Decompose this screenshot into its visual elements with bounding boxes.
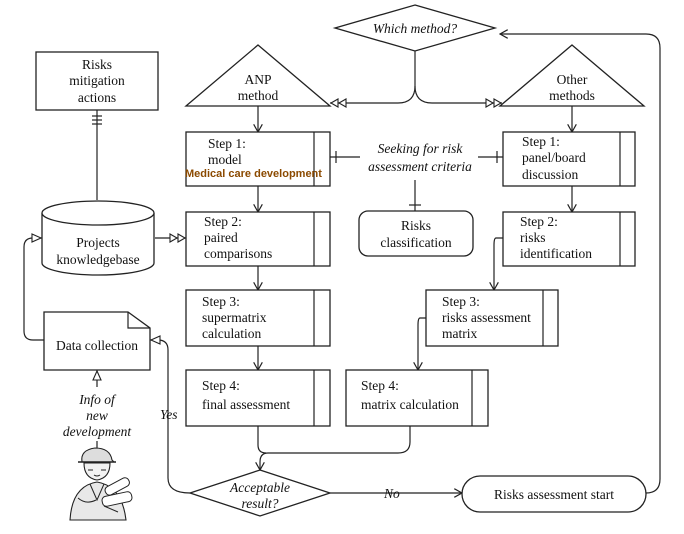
risks-classification-node: Risks classification xyxy=(358,210,474,257)
other-step2-line3: identification xyxy=(520,246,592,261)
projects-knowledgebase-node: Projects knowledgebase xyxy=(41,200,155,276)
other-step3-line1: Step 3: xyxy=(442,294,480,309)
info-line2: new xyxy=(86,408,108,423)
acceptable-line1: Acceptable xyxy=(229,480,290,495)
no-label: No xyxy=(383,486,400,501)
projects-kb-line1: Projects xyxy=(76,235,120,250)
anp-step3: Step 3: supermatrix calculation xyxy=(185,289,331,347)
anp-step3-line2: supermatrix xyxy=(202,310,267,325)
other-step1-line1: Step 1: xyxy=(522,134,560,149)
other-step1: Step 1: panel/board discussion xyxy=(502,131,636,187)
other-step2-line1: Step 2: xyxy=(520,214,558,229)
data-collection-node: Data collection xyxy=(43,311,151,371)
anp-step3-line3: calculation xyxy=(202,326,261,341)
seeking-line1: Seeking for risk xyxy=(378,141,464,156)
which-method-label: Which method? xyxy=(373,21,458,36)
anp-step3-line1: Step 3: xyxy=(202,294,240,309)
anp-step1-overlay: Medical care development xyxy=(185,168,322,180)
other-step3: Step 3: risks assessment matrix xyxy=(425,289,559,347)
acceptable-result-decision: Acceptable result? xyxy=(187,469,333,517)
anp-step2-line3: comparisons xyxy=(204,246,272,261)
seeking-line2: assessment criteria xyxy=(368,159,472,174)
classification-line2: classification xyxy=(380,235,451,250)
anp-step1-line2: model xyxy=(208,152,242,167)
other-step1-line3: discussion xyxy=(522,167,579,182)
anp-step4-line1: Step 4: xyxy=(202,378,240,393)
anp-step1: Step 1: model Medical care development xyxy=(185,131,331,187)
risks-mitigation-line3: actions xyxy=(78,90,116,105)
engineer-icon xyxy=(69,447,133,521)
other-step4-line1: Step 4: xyxy=(361,378,399,393)
yes-label: Yes xyxy=(160,407,178,422)
info-new-development: Info of new development xyxy=(63,392,132,439)
anp-step4-line2: final assessment xyxy=(202,397,290,412)
other-step2: Step 2: risks identification xyxy=(502,211,636,267)
which-method-decision: Which method? xyxy=(332,4,498,52)
projects-kb-line2: knowledgebase xyxy=(56,252,139,267)
other-step1-line2: panel/board xyxy=(522,150,586,165)
seeking-criteria-label: Seeking for risk assessment criteria xyxy=(368,141,472,174)
risks-assessment-start-node: Risks assessment start xyxy=(461,475,647,513)
other-step4: Step 4: matrix calculation xyxy=(345,369,489,427)
other-methods-line2: methods xyxy=(549,88,595,103)
classification-line1: Risks xyxy=(401,218,431,233)
info-line1: Info of xyxy=(78,392,117,407)
other-step3-line3: matrix xyxy=(442,326,477,341)
anp-method-line2: method xyxy=(238,88,279,103)
anp-step2-line1: Step 2: xyxy=(204,214,242,229)
anp-method-line1: ANP xyxy=(244,72,271,87)
risks-mitigation-line2: mitigation xyxy=(69,73,125,88)
other-step3-line2: risks assessment xyxy=(442,310,531,325)
connectors xyxy=(23,34,661,493)
risks-mitigation-node: Risks mitigation actions xyxy=(35,51,159,111)
info-line3: development xyxy=(63,424,132,439)
anp-step4: Step 4: final assessment xyxy=(185,369,331,427)
assessment-start-label: Risks assessment start xyxy=(494,487,614,502)
other-methods-node: Other methods xyxy=(498,44,646,107)
other-methods-line1: Other xyxy=(557,72,588,87)
acceptable-line2: result? xyxy=(242,496,279,511)
risks-mitigation-line1: Risks xyxy=(82,57,112,72)
anp-step2-line2: paired xyxy=(204,230,238,245)
data-collection-label: Data collection xyxy=(56,338,138,353)
other-step2-line2: risks xyxy=(520,230,546,245)
anp-step2: Step 2: paired comparisons xyxy=(185,211,331,267)
anp-step1-line1: Step 1: xyxy=(208,136,246,151)
other-step4-line2: matrix calculation xyxy=(361,397,459,412)
anp-method-node: ANP method xyxy=(184,44,332,107)
